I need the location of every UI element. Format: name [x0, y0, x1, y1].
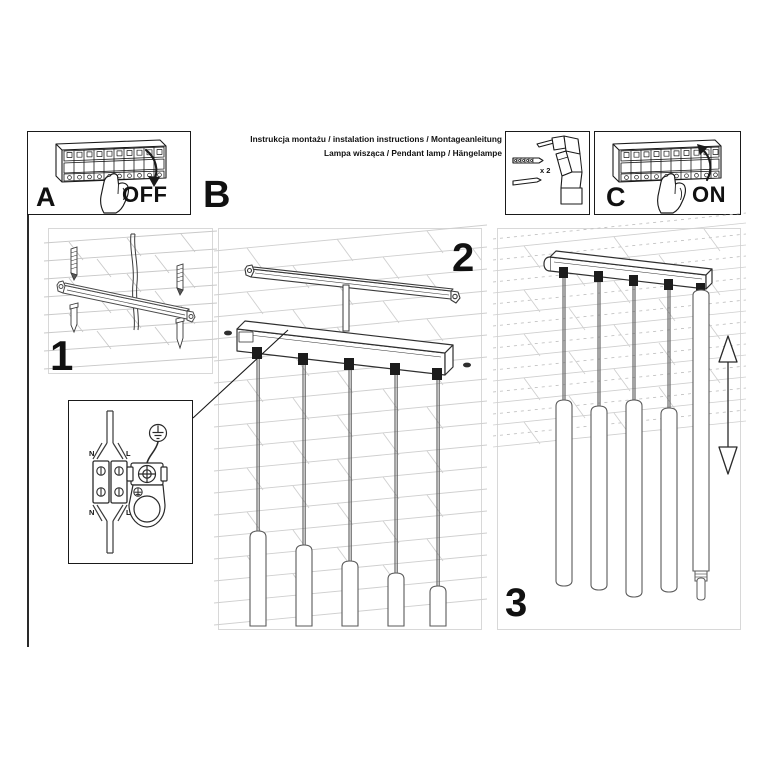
on-label: ON	[692, 182, 726, 207]
step-3-panel	[492, 212, 747, 630]
step-2-illustration	[213, 224, 488, 627]
pendant-group	[555, 267, 710, 601]
pendant-1	[555, 267, 573, 587]
step-3-illustration	[492, 212, 747, 601]
wall-plug-icon	[70, 246, 78, 281]
cordless-drill-icon	[536, 135, 583, 205]
fixings-group	[69, 246, 185, 350]
pendant-5	[692, 283, 710, 601]
cable-grip	[390, 363, 400, 375]
header-line-1: Instrukcja montażu / instalation instruc…	[250, 134, 502, 144]
two-pole-terminal-block	[92, 460, 128, 504]
lamp-tube	[429, 585, 447, 627]
step-1-illustration	[43, 230, 218, 370]
cable-grip	[559, 267, 568, 278]
lamp-tube	[660, 407, 678, 593]
pendant-2	[295, 353, 313, 627]
lamp-tube	[625, 399, 643, 598]
safety-panel-a	[27, 131, 191, 215]
pendant-3	[341, 358, 359, 627]
cable-grip	[344, 358, 354, 370]
lamp-tube	[295, 544, 313, 627]
left-border-rule	[27, 131, 29, 647]
terminal-label-n-top: N	[89, 449, 94, 458]
lamp-tube	[387, 572, 405, 627]
connecting-post	[342, 284, 350, 332]
wall-plug-icon	[512, 157, 544, 164]
earth-wire	[146, 441, 159, 464]
pendant-4	[660, 279, 678, 593]
header-line-2: Lampa wisząca / Pendant lamp / Hängelamp…	[324, 148, 502, 158]
quantity-label: x 2	[540, 166, 550, 175]
safety-panel-c	[594, 131, 741, 215]
lamp-tube	[590, 405, 608, 591]
off-label: OFF	[122, 182, 168, 207]
cable-grip	[252, 347, 262, 359]
step-number-3: 3	[505, 581, 528, 625]
cable-grip	[664, 279, 673, 290]
pendant-1	[249, 347, 267, 627]
screw-icon	[512, 177, 542, 186]
pendant-3	[625, 275, 643, 598]
double-headed-vertical-arrow-icon	[718, 335, 738, 475]
cable-grip	[298, 353, 308, 365]
tools-panel: x 2	[505, 131, 590, 215]
panel-letter-c: C	[606, 182, 626, 212]
lamp-tube	[341, 560, 359, 627]
drill-and-fixings-illustration: x 2	[512, 135, 583, 205]
terminal-label-n-bottom: N	[89, 508, 94, 517]
cable-grip	[594, 271, 603, 282]
header-title: Instrukcja montażu / instalation instruc…	[236, 132, 502, 160]
breaker-on-illustration	[612, 139, 722, 214]
mounting-bar	[244, 264, 461, 304]
pendant-4	[387, 363, 405, 627]
cable-grip	[696, 283, 705, 294]
lamp-tube	[249, 530, 267, 627]
step-1-panel	[43, 228, 218, 374]
power-cable	[130, 233, 139, 331]
step-2-panel	[213, 224, 488, 630]
pendant-2	[590, 271, 608, 591]
cable-grip	[432, 368, 442, 380]
mounting-bar	[56, 280, 196, 323]
wiring-diagram-illustration: N L N L	[89, 410, 168, 554]
panel-letter-b: B	[203, 174, 231, 216]
step-number-1: 1	[50, 332, 74, 379]
earth-clamp-icon	[126, 462, 168, 528]
earth-ground-icon	[148, 423, 168, 443]
step-number-2: 2	[452, 236, 475, 280]
screw-icon	[69, 302, 79, 334]
terminal-label-l-top: L	[126, 449, 131, 458]
wiring-detail-panel: N L N L	[68, 400, 193, 564]
breaker-off-illustration	[55, 139, 167, 214]
screw-icon-2	[175, 316, 185, 350]
panel-letter-a: A	[36, 182, 56, 212]
terminal-label-l-bottom: L	[126, 508, 131, 517]
lamp-tube	[555, 399, 573, 587]
cable-grip	[629, 275, 638, 286]
pendant-group	[249, 347, 447, 627]
wall-plug-icon-2	[176, 263, 184, 296]
lamp-tube	[692, 289, 710, 572]
pendant-5	[429, 368, 447, 627]
